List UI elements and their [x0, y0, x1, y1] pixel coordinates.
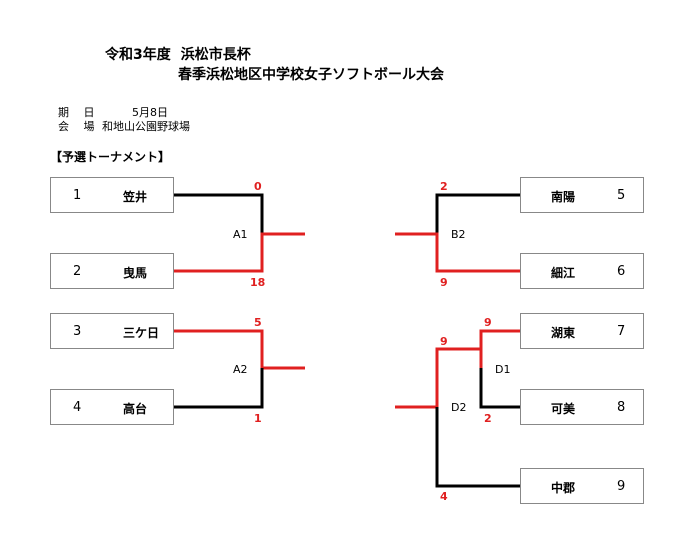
team-box-7: 湖東 7 [520, 313, 644, 349]
title-cup: 浜松市長杯 [180, 47, 251, 63]
line-b2-bottom [395, 232, 524, 273]
score-d2-bottom: 4 [440, 490, 448, 503]
team-box-1: 1 笠井 [50, 177, 174, 213]
section-title: 【予選トーナメント】 [50, 150, 171, 164]
team-number: 6 [617, 264, 626, 279]
date-value: 5月8日 [132, 106, 168, 119]
line-d2-bottom [435, 407, 524, 488]
team-name: 南陽 [551, 190, 576, 204]
team-name: 中郡 [551, 481, 576, 495]
team-number: 3 [73, 324, 82, 339]
team-box-4: 4 高台 [50, 389, 174, 425]
line-d1-bottom [479, 368, 524, 409]
team-name: 笠井 [123, 190, 148, 204]
line-a1-top [174, 193, 264, 234]
team-name: 高台 [123, 402, 148, 416]
team-number: 2 [73, 264, 82, 279]
team-number: 4 [73, 400, 82, 415]
score-a2-top: 5 [254, 316, 262, 329]
title-line-1: 令和3年度浜松市長杯 [105, 44, 251, 64]
match-label-b2: B2 [451, 228, 466, 241]
team-box-9: 中郡 9 [520, 468, 644, 504]
team-box-8: 可美 8 [520, 389, 644, 425]
score-d2-top: 9 [440, 335, 448, 348]
date-label: 期 日 [58, 106, 95, 119]
team-number: 8 [617, 400, 626, 415]
match-label-a2: A2 [233, 363, 248, 376]
score-b2-top: 2 [440, 180, 448, 193]
team-name: 三ケ日 [123, 326, 160, 340]
team-name: 細江 [551, 266, 576, 280]
team-box-5: 南陽 5 [520, 177, 644, 213]
score-a1-bottom: 18 [250, 276, 266, 289]
team-name: 曳馬 [123, 266, 148, 280]
title-line-2: 春季浜松地区中学校女子ソフトボール大会 [178, 67, 444, 83]
match-label-d1: D1 [495, 363, 511, 376]
venue-label: 会 場 [58, 120, 95, 133]
line-a2-bottom [174, 368, 264, 409]
match-label-a1: A1 [233, 228, 248, 241]
line-d2-top [395, 347, 481, 409]
venue-value: 和地山公園野球場 [102, 120, 190, 133]
team-number: 1 [73, 188, 82, 203]
team-number: 9 [617, 479, 626, 494]
score-b2-bottom: 9 [440, 276, 448, 289]
team-number: 7 [617, 324, 626, 339]
line-a2-top [174, 329, 305, 370]
team-box-2: 2 曳馬 [50, 253, 174, 289]
match-label-d2: D2 [451, 401, 467, 414]
title-year: 令和3年度 [105, 47, 171, 63]
score-a2-bottom: 1 [254, 412, 262, 425]
team-name: 可美 [551, 402, 576, 416]
score-d1-bottom: 2 [484, 412, 492, 425]
team-number: 5 [617, 188, 626, 203]
line-d1-top [479, 329, 524, 368]
line-b2-top [435, 193, 524, 234]
score-a1-top: 0 [254, 180, 262, 193]
team-box-6: 細江 6 [520, 253, 644, 289]
team-name: 湖東 [551, 326, 576, 340]
team-box-3: 3 三ケ日 [50, 313, 174, 349]
score-d1-top: 9 [484, 316, 492, 329]
line-a1-bottom [174, 232, 305, 273]
